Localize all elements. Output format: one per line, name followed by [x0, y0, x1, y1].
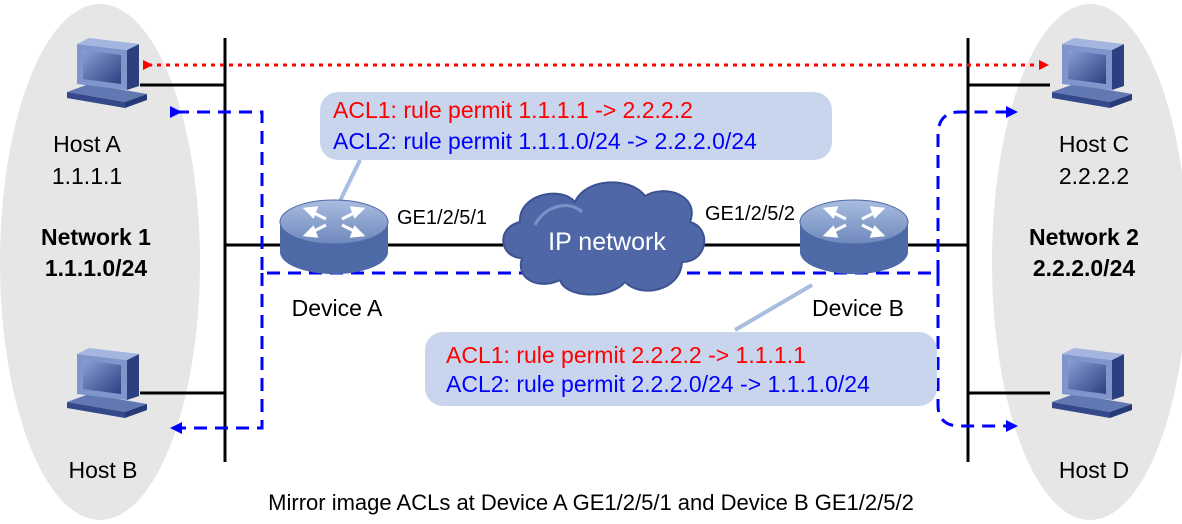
- host-d-name: Host D: [1059, 457, 1129, 483]
- device-a-port: GE1/2/5/1: [397, 207, 487, 229]
- acl-box-b-line2: ACL2: rule permit 2.2.2.0/24 -> 1.1.1.0/…: [446, 371, 870, 397]
- host-c-name: Host C: [1059, 131, 1129, 157]
- host-c-ip: 2.2.2.2: [1059, 163, 1129, 189]
- acl-box-b-line1: ACL1: rule permit 2.2.2.2 -> 1.1.1.1: [446, 342, 806, 368]
- flow-path-blue-left-lower: [170, 273, 264, 434]
- host-c-computer-icon: [1052, 38, 1132, 108]
- network-1-name: Network 1: [41, 224, 151, 250]
- device-a-router-icon: [279, 199, 389, 274]
- flow-path-blue-right-upper: [936, 106, 1018, 273]
- host-a-name: Host A: [53, 131, 121, 157]
- device-b-port: GE1/2/5/2: [705, 203, 795, 225]
- host-d-computer-icon: [1052, 348, 1132, 418]
- host-a-ip: 1.1.1.1: [52, 163, 122, 189]
- network-2-subnet: 2.2.2.0/24: [1033, 255, 1136, 281]
- ip-network-cloud-icon: [502, 181, 706, 296]
- network-1-oval: [0, 4, 200, 520]
- host-b-computer-icon: [67, 348, 147, 418]
- device-b-name: Device B: [812, 295, 904, 321]
- network-2-oval: [992, 4, 1182, 520]
- device-b-router-icon: [799, 199, 909, 274]
- acl-box-a-line1: ACL1: rule permit 1.1.1.1 -> 2.2.2.2: [333, 97, 693, 123]
- acl-box-a-line2: ACL2: rule permit 1.1.1.0/24 -> 2.2.2.0/…: [333, 128, 757, 154]
- flow-path-blue-right-lower: [936, 273, 1018, 432]
- flow-path-blue-left: [170, 106, 938, 275]
- figure-caption: Mirror image ACLs at Device A GE1/2/5/1 …: [268, 490, 914, 515]
- host-a-computer-icon: [67, 38, 147, 108]
- cloud-label: IP network: [548, 228, 666, 256]
- acl-box-device-a: [320, 92, 832, 160]
- host-b-name: Host B: [68, 457, 137, 483]
- network-2-name: Network 2: [1029, 224, 1139, 250]
- acl-box-device-b: [425, 332, 937, 406]
- network-1-subnet: 1.1.1.0/24: [45, 255, 148, 281]
- callout-connector-a: [336, 159, 362, 206]
- device-a-name: Device A: [292, 295, 383, 321]
- callout-connector-b: [733, 283, 814, 332]
